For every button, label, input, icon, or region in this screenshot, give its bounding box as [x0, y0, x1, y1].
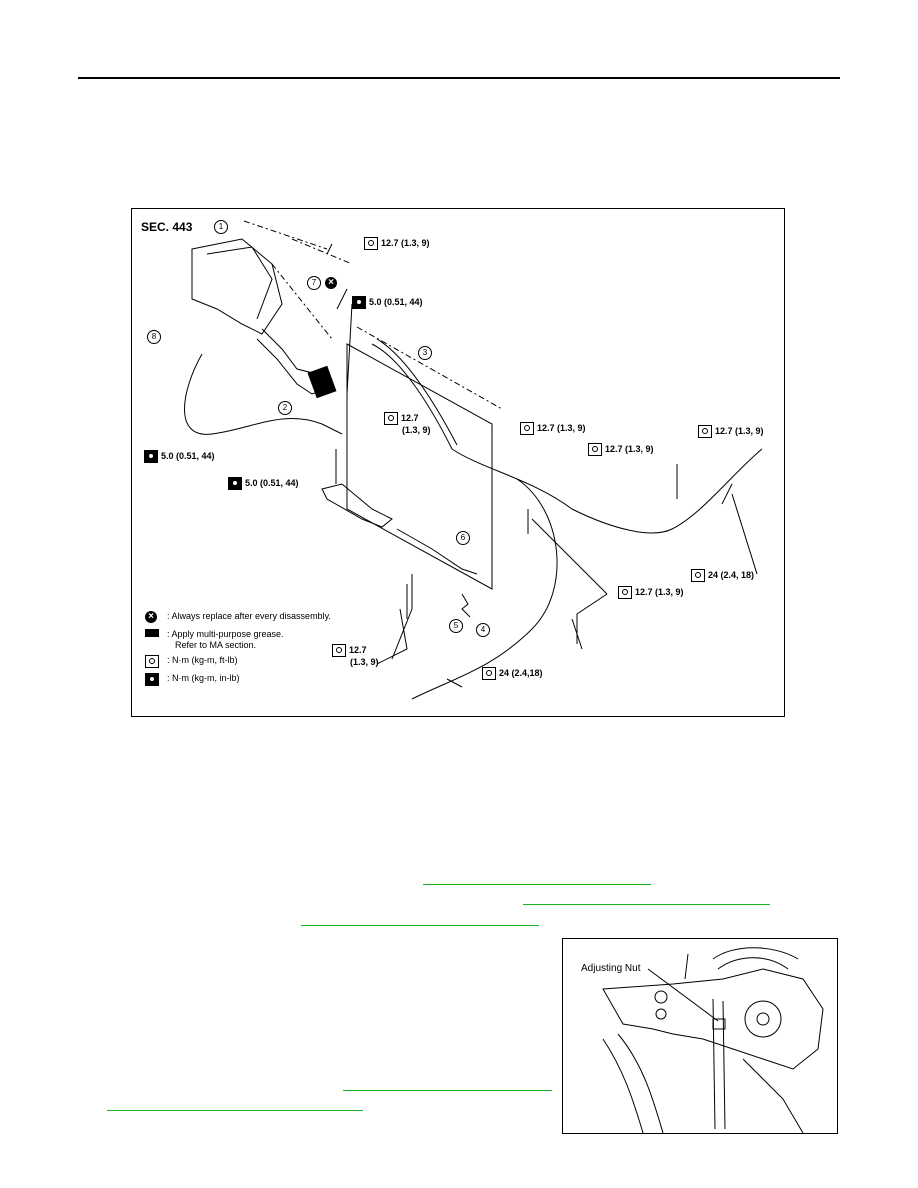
- torque-center: 12.7 (1.3, 9): [520, 422, 586, 435]
- torque-top: 12.7 (1.3, 9): [364, 237, 430, 250]
- torque-mid: 12.7: [384, 412, 419, 425]
- torque-right: 12.7 (1.3, 9): [698, 425, 764, 438]
- reference-link-4[interactable]: [343, 1090, 552, 1091]
- torque-mid-b: (1.3, 9): [402, 425, 431, 435]
- section-label: SEC. 443: [141, 220, 193, 234]
- adjusting-nut-figure: Adjusting Nut: [562, 938, 838, 1134]
- grease-icon: [145, 629, 159, 637]
- exploded-diagram: SEC. 443 1 2 3 4 5 6 7 8 × 12.7 (1.3, 9)…: [131, 208, 785, 717]
- callout-6: 6: [456, 531, 470, 545]
- reference-link-2[interactable]: [523, 904, 770, 905]
- replace-icon: ×: [325, 277, 337, 289]
- callout-8: 8: [147, 330, 161, 344]
- adjusting-nut-label: Adjusting Nut: [581, 963, 641, 974]
- torque-c7: 5.0 (0.51, 44): [352, 296, 423, 309]
- torque-center2: 12.7 (1.3, 9): [588, 443, 654, 456]
- diagram-drawing: [184, 220, 763, 700]
- torque-in-icon: [145, 673, 159, 686]
- torque-ft-icon: [145, 655, 159, 668]
- torque-bottom-24: 24 (2.4,18): [482, 667, 543, 680]
- torque-right-24: 24 (2.4, 18): [691, 569, 754, 582]
- torque-lower: 12.7 (1.3, 9): [618, 586, 684, 599]
- torque-left1: 5.0 (0.51, 44): [144, 450, 215, 463]
- callout-4: 4: [476, 623, 490, 637]
- header-rule: [78, 77, 840, 79]
- replace-legend-icon: ×: [145, 611, 157, 623]
- torque-left2: 5.0 (0.51, 44): [228, 477, 299, 490]
- reference-link-3[interactable]: [301, 925, 539, 926]
- torque-bottom-b: (1.3, 9): [350, 657, 379, 667]
- callout-2: 2: [278, 401, 292, 415]
- adjusting-nut-drawing: [602, 947, 824, 1133]
- callout-7: 7: [307, 276, 321, 290]
- callout-3: 3: [418, 346, 432, 360]
- torque-bottom: 12.7: [332, 644, 367, 657]
- reference-link-1[interactable]: [423, 884, 651, 885]
- callout-5: 5: [449, 619, 463, 633]
- reference-link-5[interactable]: [107, 1110, 363, 1111]
- callout-1: 1: [214, 220, 228, 234]
